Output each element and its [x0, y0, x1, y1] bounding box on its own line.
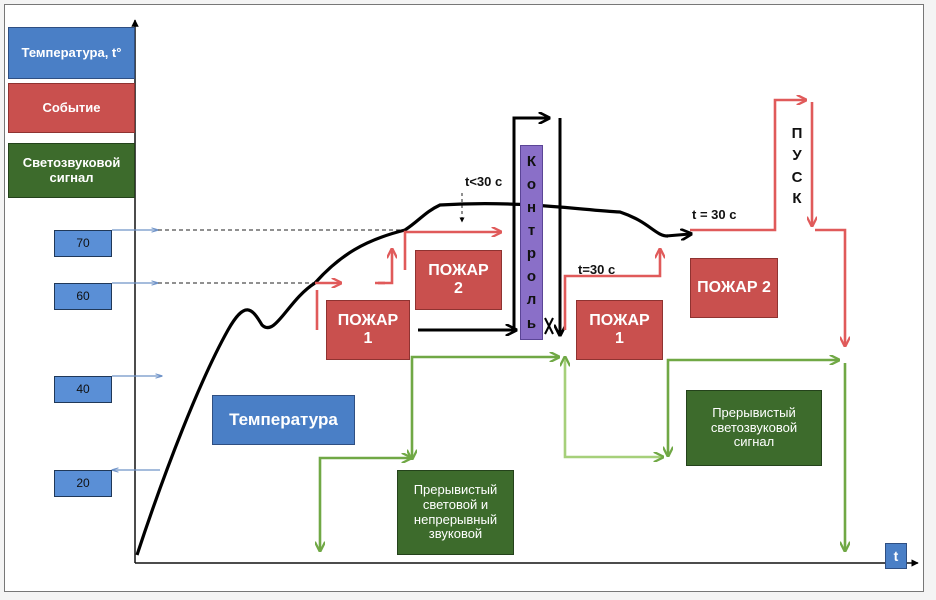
launch-letter: К	[792, 190, 802, 208]
launch-letter: П	[791, 125, 803, 142]
event-fire2-b: ПОЖАР 2	[690, 258, 778, 318]
x-mark-2	[544, 317, 554, 335]
temperature-curve	[135, 202, 669, 556]
control-letter: о	[526, 175, 537, 193]
tick-40: 40	[54, 376, 112, 403]
control-letter: К	[526, 152, 537, 170]
control-up-bracket	[512, 118, 548, 330]
signal-light-continuous-sound: Прерывистый световой и непрерывный звуко…	[397, 470, 514, 555]
time-label-eq30-a: t=30 с	[578, 262, 616, 277]
launch-label: П У С К	[786, 126, 808, 207]
legend-temperature: Температура, t°	[8, 27, 135, 79]
tick-60: 60	[54, 283, 112, 310]
tick-70: 70	[54, 230, 112, 257]
event-path-2	[375, 250, 392, 285]
control-letter: ь	[526, 314, 537, 332]
legend-event: Событие	[8, 83, 135, 133]
curve-end-arrow	[665, 234, 690, 236]
event-fire1-a: ПОЖАР 1	[326, 300, 410, 360]
control-letter: л	[526, 291, 537, 309]
event-fire1-b: ПОЖАР 1	[576, 300, 663, 360]
launch-letter: У	[792, 146, 802, 164]
event-path-4	[563, 250, 660, 330]
event-path-6	[690, 100, 805, 232]
signal-intermittent: Прерывистый светозвуковой сигнал	[686, 390, 822, 466]
event-path-3	[403, 232, 500, 270]
legend-signal: Светозвуковой сигнал	[8, 143, 135, 198]
signal-path-3	[565, 358, 662, 457]
event-path-8	[815, 228, 845, 345]
x-axis-label: t	[885, 543, 907, 569]
control-bar: К о н т р о л ь	[520, 145, 543, 340]
tick-20: 20	[54, 470, 112, 497]
time-label-lt30: t<30 с	[465, 174, 503, 189]
signal-path-2	[412, 357, 558, 458]
signal-path-4	[668, 360, 838, 455]
control-letter: т	[527, 222, 536, 240]
control-letter: р	[526, 245, 537, 263]
time-label-eq30-b: t = 30 с	[692, 207, 737, 222]
launch-letter: С	[791, 168, 803, 186]
control-letter: н	[526, 198, 537, 216]
temperature-label: Температура	[212, 395, 355, 445]
signal-path-1	[320, 458, 410, 550]
control-letter: о	[526, 268, 537, 286]
event-fire2-a: ПОЖАР 2	[415, 250, 502, 310]
